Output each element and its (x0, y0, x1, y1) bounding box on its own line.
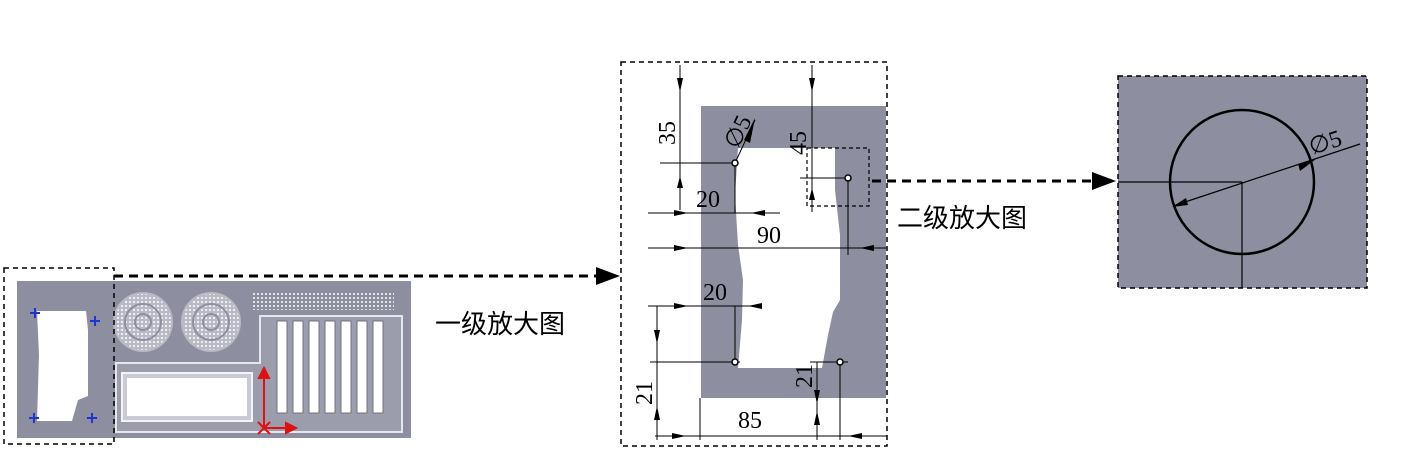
dim-35: 35 (655, 121, 681, 145)
first-zoom-label: 一级放大图 (435, 310, 565, 340)
first-zoom-view: 35 ∅5 45 20 90 20 21 21 85 (620, 61, 888, 447)
zoom-arrow-2-head (1092, 172, 1116, 190)
overview-panel (3, 267, 411, 445)
dim-85: 85 (738, 408, 762, 434)
dim-21-right: 21 (792, 364, 818, 388)
dim-45: 45 (786, 131, 812, 155)
dim-20-top: 20 (696, 187, 720, 213)
dimension-arrowheads (654, 78, 874, 439)
speaker-grill-right (181, 292, 241, 352)
diameter-arrow-right (1298, 159, 1316, 171)
speaker-grill-left (113, 292, 173, 352)
dim-21-left: 21 (632, 381, 658, 405)
diameter-arrow-left (1172, 198, 1188, 207)
blue-marker-icons (29, 308, 100, 423)
zoom-box-3 (806, 147, 870, 207)
coordinate-axes-icon (257, 365, 299, 435)
dim-20-mid: 20 (703, 280, 727, 306)
second-zoom-view: ∅5 (1117, 75, 1368, 289)
cutout-shape-zoomed (735, 148, 840, 368)
hole-markers (731, 159, 852, 366)
vent-slots (276, 320, 384, 414)
second-zoom-label: 二级放大图 (897, 204, 1027, 234)
vent-dot-strip (253, 292, 394, 310)
zoom-box-1 (3, 267, 115, 445)
dim-90: 90 (757, 223, 781, 249)
zoom-arrow-1-head (596, 267, 620, 285)
cutout-shape (37, 311, 88, 421)
zoom-box-2 (620, 61, 888, 447)
diameter-leader (1175, 143, 1361, 206)
